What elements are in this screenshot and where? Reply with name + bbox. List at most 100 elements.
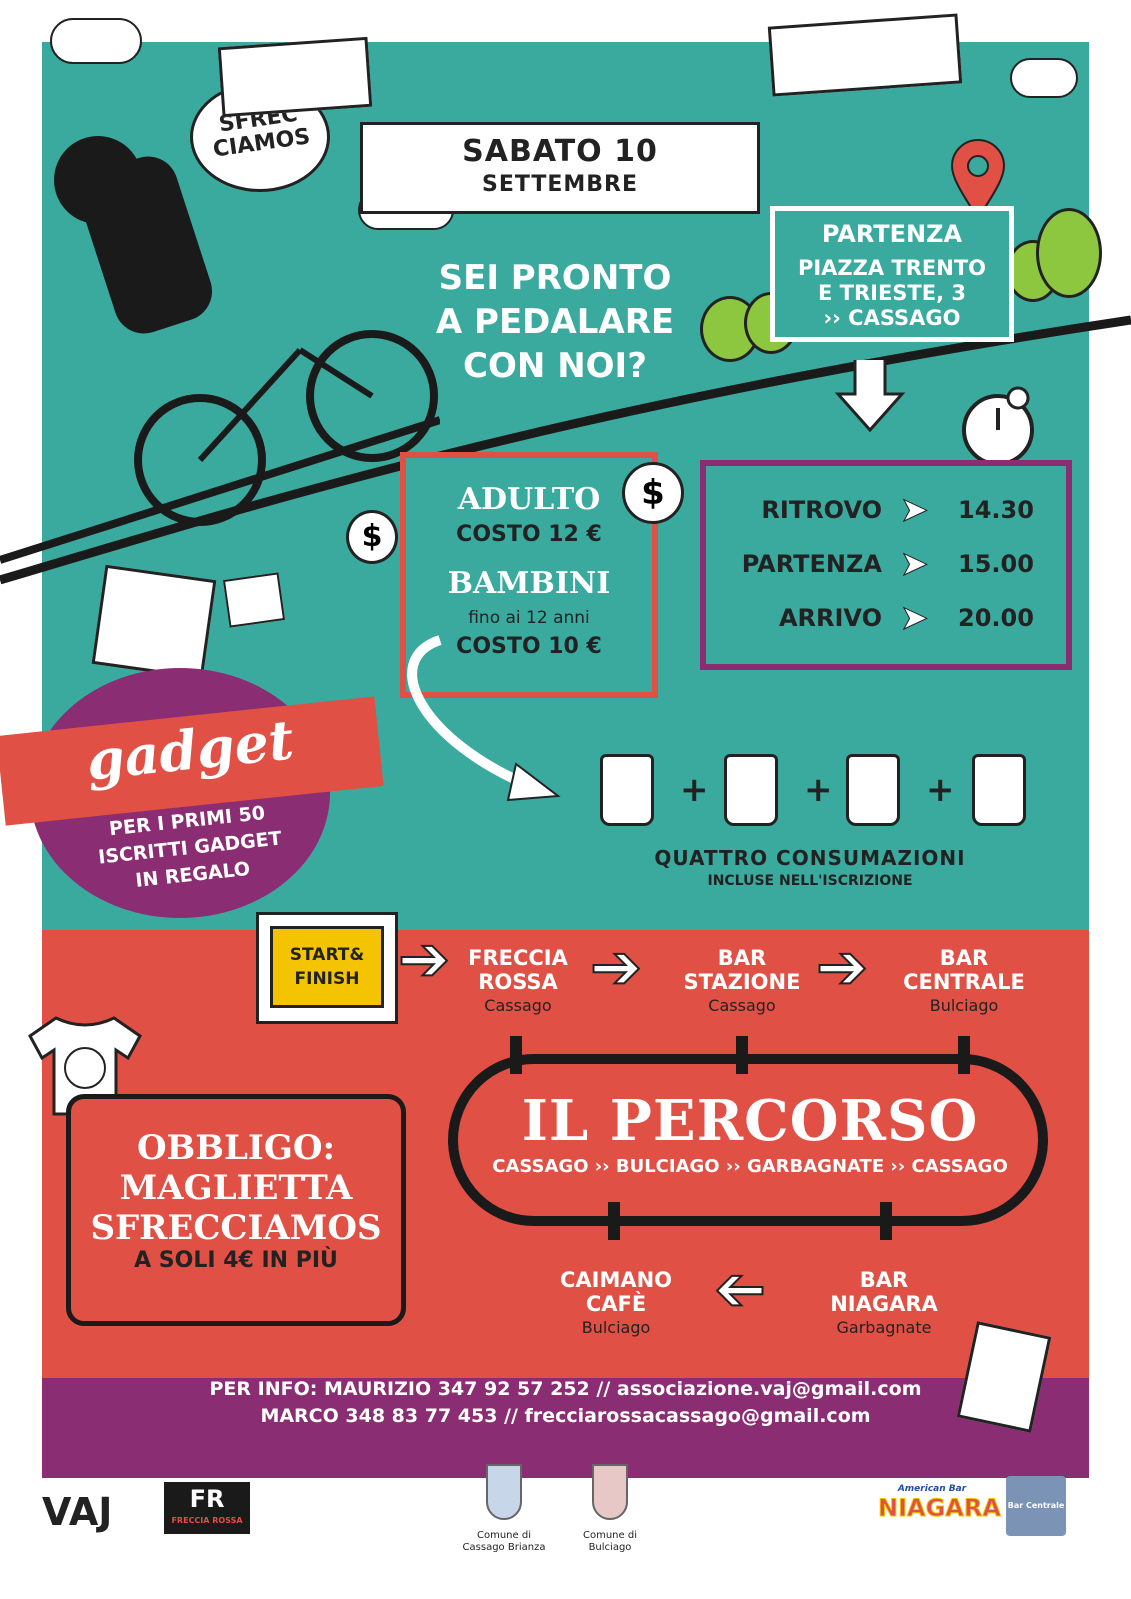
t-shirt-icon [28,1016,142,1116]
route-subtitle: CASSAGO ›› BULCIAGO ›› GARBAGNATE ›› CAS… [492,1156,1008,1177]
stop-bar-stazione: BAR STAZIONE Cassago [672,946,812,1015]
headline-line: A PEDALARE [435,302,675,342]
headline-line: SEI PRONTO [438,258,672,298]
shirt-requirement: OBBLIGO: MAGLIETTA SFRECCIAMOS [66,1128,406,1248]
route-marker [736,1036,748,1074]
stop-name: BAR [939,946,989,970]
start-finish-label: START& FINISH [270,926,384,1008]
adult-label: ADULTO [457,482,601,517]
route-marker [958,1036,970,1074]
stop-city: Cassago [484,996,552,1015]
drink-glass-icon [972,754,1026,826]
route-marker [608,1202,620,1240]
plus-sign: + [804,770,833,810]
ribbon-right-tail [767,13,963,97]
date-ribbon [360,122,760,214]
shirt-requirement-line: MAGLIETTA [119,1168,353,1208]
comune-label-line: Comune di [477,1530,531,1541]
route-marker [880,1202,892,1240]
comune-label-line: Bulciago [588,1542,632,1553]
headline: SEI PRONTO A PEDALARE CON NOI? [410,256,700,388]
contact-info-line: PER INFO: MAURIZIO 347 92 57 252 // asso… [209,1378,922,1400]
headline-line: CON NOI? [463,346,647,386]
shirt-price: A SOLI 4€ IN PIÙ [134,1248,338,1273]
niagara-logo-top: American Bar [897,1484,967,1494]
kids-cost: COSTO 10 € [456,634,602,659]
money-bag-icon: $ [622,462,684,524]
drink-glass-icon [846,754,900,826]
stop-freccia-rossa: FRECCIA ROSSA Cassago [448,946,588,1015]
schedule-label: ARRIVO [778,604,882,632]
partenza-address: PIAZZA TRENTO [797,256,987,280]
tree-icon [1036,208,1102,298]
right-arrow-icon: ➔ [589,929,643,1004]
freccia-rossa-logo-sub: FRECCIA ROSSA [171,1516,243,1525]
event-date-month: SETTEMBRE [481,172,639,197]
kids-age-note: fino ai 12 anni [468,608,590,628]
finish-line: FINISH [294,969,360,989]
right-arrow-icon: ➔ [815,929,869,1004]
route-loop [448,1054,1048,1226]
niagara-logo-name: NIAGARA [878,1494,1002,1523]
route-marker [510,1036,522,1074]
route-title: IL PERCORSO [521,1088,979,1154]
stop-name: BAR [859,1268,909,1292]
chevron-right-icon: ➤ [900,490,929,531]
shirt-requirement-box [66,1094,406,1326]
partenza-address: E TRIESTE, 3 [817,281,966,305]
left-arrow-icon: ➔ [713,1251,767,1326]
stop-name: CENTRALE [903,970,1025,994]
money-bag-icon: $ [346,510,398,564]
stop-caimano-cafe: CAIMANO CAFÈ Bulciago [546,1268,686,1337]
stop-name: CAFÈ [585,1292,647,1316]
drink-glass-icon [724,754,778,826]
comune-bulciago-label: Comune di Bulciago [562,1530,658,1554]
stop-name: ROSSA [478,970,558,994]
partenza-title: PARTENZA [821,220,963,248]
ribbon-left-tail [217,36,373,118]
cassago-crest-icon [486,1464,522,1520]
stop-name: CAIMANO [559,1268,673,1292]
plus-sign: + [926,770,955,810]
freccia-rossa-logo: FR FRECCIA ROSSA [164,1482,250,1534]
drinks-subtitle: INCLUSE NELL'ISCRIZIONE [707,873,913,889]
chevron-right-icon: ➤ [900,598,929,639]
event-date-day: SABATO 10 [462,134,658,169]
schedule-board [700,460,1072,670]
cloud-icon [50,18,142,64]
freccia-rossa-logo-mark: FR [189,1485,225,1513]
price-board [400,452,658,698]
partenza-address: ›› CASSAGO [823,306,961,330]
alarm-clock-icon [962,386,1034,466]
road-line [0,315,1131,585]
partenza-sign [770,206,1014,342]
adult-cost: COSTO 12 € [456,522,602,547]
stop-name: STAZIONE [683,970,801,994]
stop-name: NIAGARA [830,1292,938,1316]
start-line: START& [289,945,365,965]
shirt-requirement-line: SFRECCIAMOS [90,1208,382,1248]
drinks-title: QUATTRO CONSUMAZIONI [654,846,966,870]
drink-glass-icon [600,754,654,826]
vaj-logo: VAJ [42,1490,113,1534]
niagara-logo: American Bar NIAGARA [878,1484,1002,1523]
location-pin-icon [950,139,1006,220]
gift-box-icon [91,564,217,680]
cloud-icon [1010,58,1078,98]
kids-label: BAMBINI [447,566,611,601]
comune-label-line: Cassago Brianza [462,1542,546,1553]
curved-arrow-icon [407,635,561,802]
stop-city: Bulciago [929,996,999,1015]
stop-city: Bulciago [581,1318,651,1337]
stop-bar-niagara: BAR NIAGARA Garbagnate [814,1268,954,1337]
chevron-right-icon: ➤ [900,544,929,585]
comune-label-line: Comune di [583,1530,637,1541]
cyclist-illustration [0,136,440,564]
shirt-requirement-line: OBBLIGO: [136,1128,336,1168]
drinks-row: + + + [596,740,1056,840]
right-arrow-icon: ➔ [397,921,451,996]
info-band [42,1378,1089,1478]
plus-sign: + [680,770,709,810]
bar-centrale-logo: Bar Centrale [1006,1476,1066,1536]
schedule-time: 14.30 [958,496,1034,524]
